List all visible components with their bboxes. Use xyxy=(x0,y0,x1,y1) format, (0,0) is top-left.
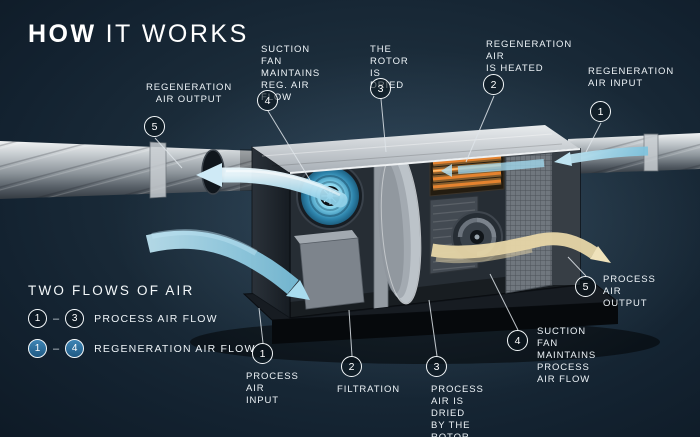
mesh-filter-panel xyxy=(505,152,553,294)
legend-number-badge: 4 xyxy=(65,339,85,358)
callout-number-badge: 2 xyxy=(483,74,504,95)
callout-number-badge: 3 xyxy=(370,78,391,99)
callout-number-badge: 4 xyxy=(257,90,278,111)
legend-title: TWO FLOWS OF AIR xyxy=(28,283,195,298)
legend-number-badge: 1 xyxy=(28,309,47,328)
process-air-input-arrow xyxy=(145,229,310,300)
cabinet-front-edge xyxy=(289,148,581,174)
legend: TWO FLOWS OF AIR 1 – 3 PROCESS AIR FLOW … xyxy=(28,283,256,358)
callout-number-badge: 3 xyxy=(426,356,447,377)
callout-label: PROCESS AIR IS DRIED BY THE ROTOR xyxy=(431,384,484,437)
callout-number-badge: 1 xyxy=(252,343,273,364)
callout-label: PROCESS AIR OUTPUT xyxy=(603,274,656,309)
callout-number-badge: 5 xyxy=(144,116,165,137)
legend-row-process-air-flow: 1 – 3 PROCESS AIR FLOW xyxy=(28,309,256,328)
callout-label: FILTRATION xyxy=(337,384,401,395)
filter-box xyxy=(294,230,365,310)
page-title: HOW IT WORKS xyxy=(28,20,249,49)
callout-leader-lines xyxy=(154,95,602,357)
callout-number-badge: 5 xyxy=(575,276,596,297)
callout-label: REGENERATION AIR IS HEATED xyxy=(486,39,573,74)
legend-number-badge: 1 xyxy=(28,339,47,358)
callout-number-badge: 2 xyxy=(341,356,362,377)
legend-number-badge: 3 xyxy=(65,309,85,328)
callout-label: PROCESS AIR INPUT xyxy=(246,371,299,406)
interior-right-wall xyxy=(552,149,580,285)
legend-row-label: PROCESS AIR FLOW xyxy=(94,312,218,325)
cabinet-top-panel xyxy=(252,125,580,173)
callout-label: REGENERATION AIR INPUT xyxy=(588,66,675,89)
callout-label: REGENERATION AIR OUTPUT xyxy=(146,82,233,105)
spiral-duct-left xyxy=(0,141,258,199)
legend-range-dash: – xyxy=(53,342,60,355)
legend-range-dash: – xyxy=(53,312,60,325)
callout-number-badge: 4 xyxy=(507,330,528,351)
callout-number-badge: 1 xyxy=(590,101,611,122)
title-rest: IT WORKS xyxy=(105,20,249,48)
legend-row-regeneration-air-flow: 1 – 4 REGENERATION AIR FLOW xyxy=(28,339,256,358)
desiccant-rotor xyxy=(378,149,422,305)
regeneration-air-flow-arrows xyxy=(196,146,649,208)
title-emphasis: HOW xyxy=(28,20,97,48)
process-air-output-arrow xyxy=(430,232,611,264)
legend-row-label: REGENERATION AIR FLOW xyxy=(94,342,256,355)
callout-label: SUCTION FAN MAINTAINS PROCESS AIR FLOW xyxy=(537,326,597,385)
